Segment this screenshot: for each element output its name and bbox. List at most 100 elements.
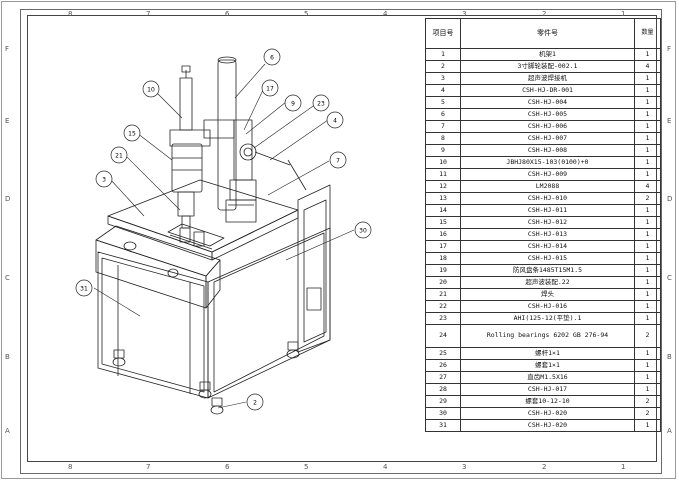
item-number-cell: 2 xyxy=(425,60,461,73)
quantity-cell: 1 xyxy=(634,168,661,181)
sheet-zone-border xyxy=(20,9,662,474)
callout-21-label: 21 xyxy=(115,153,123,160)
header-quantity: 数量 xyxy=(634,18,661,49)
part-number-cell: 机架1 xyxy=(460,48,635,61)
quantity-cell: 1 xyxy=(634,312,661,325)
zone-left-F: F xyxy=(5,45,10,53)
quantity-cell: 2 xyxy=(634,407,661,420)
item-number-cell: 31 xyxy=(425,419,461,432)
callout-31-label: 31 xyxy=(80,286,88,293)
quantity-cell: 1 xyxy=(634,383,661,396)
part-number-cell: 焊头 xyxy=(460,288,635,301)
quantity-cell: 1 xyxy=(634,204,661,217)
item-number-cell: 21 xyxy=(425,288,461,301)
callout-30-label: 30 xyxy=(359,228,367,235)
item-number-cell: 19 xyxy=(425,264,461,277)
zone-bottom-7: 7 xyxy=(146,463,151,471)
callout-4: 4 xyxy=(326,111,344,129)
part-number-cell: 超声波装配.22 xyxy=(460,276,635,289)
item-number-cell: 23 xyxy=(425,312,461,325)
callout-3: 3 xyxy=(95,170,113,188)
item-number-cell: 24 xyxy=(425,324,461,348)
zone-top-1: 1 xyxy=(621,10,626,18)
quantity-cell: 1 xyxy=(634,371,661,384)
quantity-cell: 1 xyxy=(634,96,661,109)
part-number-cell: CSH-HJ-020 xyxy=(460,407,635,420)
callout-21: 21 xyxy=(110,146,128,164)
part-number-cell: CSH-HJ-016 xyxy=(460,300,635,313)
part-number-cell: CSH-HJ-DR-001 xyxy=(460,84,635,97)
part-number-cell: CSH-HJ-009 xyxy=(460,168,635,181)
item-number-cell: 22 xyxy=(425,300,461,313)
part-number-cell: CSH-HJ-004 xyxy=(460,96,635,109)
callout-leaders xyxy=(93,63,355,409)
quantity-cell: 2 xyxy=(634,324,661,348)
quantity-cell: 2 xyxy=(634,395,661,408)
item-number-cell: 28 xyxy=(425,383,461,396)
quantity-cell: 1 xyxy=(634,347,661,360)
item-number-cell: 8 xyxy=(425,132,461,145)
item-number-cell: 17 xyxy=(425,240,461,253)
item-number-cell: 5 xyxy=(425,96,461,109)
zone-top-5: 5 xyxy=(304,10,309,18)
machine-frame xyxy=(95,179,331,399)
quantity-cell: 1 xyxy=(634,228,661,241)
quantity-cell: 1 xyxy=(634,48,661,61)
callout-3-label: 3 xyxy=(102,177,106,184)
welding-column xyxy=(169,56,307,229)
quantity-cell: 1 xyxy=(634,144,661,157)
zone-right-E: E xyxy=(667,117,672,125)
callout-2-label: 2 xyxy=(253,400,257,407)
zone-top-7: 7 xyxy=(146,10,151,18)
zone-right-D: D xyxy=(667,195,673,203)
part-number-cell: CSH-HJ-010 xyxy=(460,192,635,205)
quantity-cell: 1 xyxy=(634,252,661,265)
part-number-cell: CSH-HJ-011 xyxy=(460,204,635,217)
part-number-cell: 螺套10-12-10 xyxy=(460,395,635,408)
parts-table-header: 项目号 零件号 数量 xyxy=(425,18,661,49)
quantity-cell: 1 xyxy=(634,216,661,229)
item-number-cell: 12 xyxy=(425,180,461,193)
item-number-cell: 26 xyxy=(425,359,461,372)
quantity-cell: 1 xyxy=(634,276,661,289)
callout-10: 10 xyxy=(142,80,160,98)
part-number-cell: 防风盘条1485T15M1.5 xyxy=(460,264,635,277)
part-number-cell: CSH-HJ-012 xyxy=(460,216,635,229)
callout-31: 31 xyxy=(75,279,93,297)
callout-10-label: 10 xyxy=(147,87,155,94)
zone-left-D: D xyxy=(5,195,11,203)
zone-bottom-1: 1 xyxy=(621,463,626,471)
item-number-cell: 10 xyxy=(425,156,461,169)
zone-bottom-3: 3 xyxy=(462,463,467,471)
item-number-cell: 3 xyxy=(425,72,461,85)
zone-top-8: 8 xyxy=(68,10,73,18)
quantity-cell: 4 xyxy=(634,180,661,193)
item-number-cell: 16 xyxy=(425,228,461,241)
zone-left-A: A xyxy=(5,427,10,435)
